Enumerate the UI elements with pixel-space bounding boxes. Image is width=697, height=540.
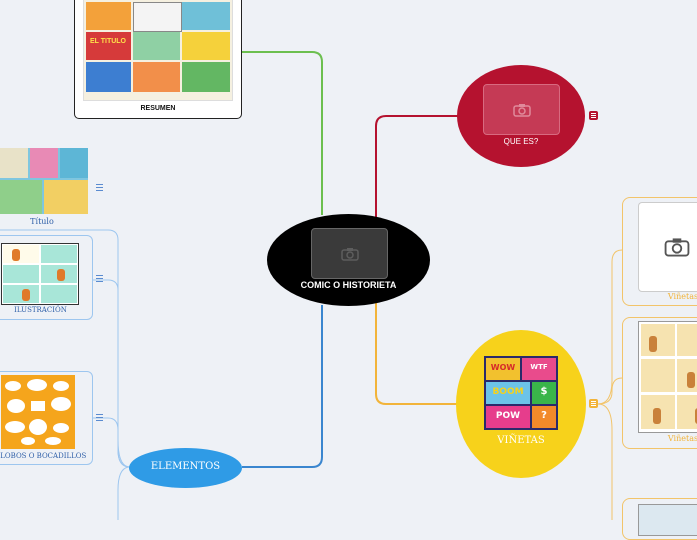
comic-word-question: ? [541, 410, 547, 421]
vinetas-node[interactable]: WOW WTF BOOM $ POW ? VIÑETAS [456, 330, 586, 478]
que-es-node[interactable]: QUE ES? [457, 65, 585, 167]
left-item-label-ilustracion: ILUSTRACIÓN [14, 306, 67, 314]
globos-image [1, 375, 75, 449]
que-es-label: QUE ES? [503, 137, 539, 146]
comic-word-wtf: WTF [530, 363, 548, 371]
branch-que-es-line [375, 115, 458, 225]
menu-icon[interactable] [96, 275, 103, 282]
menu-icon[interactable] [96, 184, 103, 191]
left-item-label-globos: GLOBOS O BOCADILLOS [0, 452, 87, 460]
note-icon[interactable] [589, 399, 598, 408]
comic-word-boom: BOOM [492, 387, 524, 397]
sub-vinetas-line-1 [597, 249, 623, 405]
vinetas-comic-image: WOW WTF BOOM $ POW ? [484, 356, 558, 430]
connector-lines [0, 51, 623, 520]
camera-icon [483, 84, 560, 135]
elementos-node[interactable]: ELEMENTOS [129, 448, 242, 488]
comic-word-wow: WOW [490, 363, 516, 372]
central-node[interactable]: COMIC O HISTORIETA [267, 214, 430, 306]
camera-icon [638, 202, 697, 292]
resumen-label: RESUMEN [140, 105, 176, 112]
resumen-node[interactable]: EL TITULO RESUMEN [74, 0, 242, 119]
sub-elementos-line-3 [92, 417, 131, 468]
vinetas-item-3-image [638, 504, 697, 536]
branch-vinetas-line [375, 295, 457, 405]
comic-word-pow: POW [495, 411, 521, 421]
resumen-comic-image: EL TITULO [83, 0, 233, 101]
sub-elementos-line-2 [92, 279, 131, 468]
vinetas-item-2-image [638, 321, 697, 433]
sub-vinetas-line-3 [597, 403, 613, 520]
left-item-label-titulo: Título [30, 217, 54, 226]
comic-word-dollar: $ [540, 386, 548, 397]
vinetas-item-3[interactable] [622, 498, 697, 540]
note-icon[interactable] [589, 111, 598, 120]
elementos-label: ELEMENTOS [150, 461, 221, 472]
right-item-label-1: Viñetas [667, 292, 697, 301]
central-title: COMIC O HISTORIETA [300, 280, 397, 290]
sub-elementos-line-1 [0, 229, 131, 468]
menu-icon[interactable] [96, 414, 103, 421]
ilustracion-image [1, 243, 79, 305]
ilustracion-node[interactable]: ILUSTRACIÓN [0, 235, 93, 320]
camera-icon [311, 228, 388, 279]
vinetas-item-2[interactable]: Viñetas [622, 317, 697, 449]
branch-elementos-line [242, 305, 323, 468]
titulo-image [0, 148, 88, 214]
globos-node[interactable]: GLOBOS O BOCADILLOS [0, 371, 93, 465]
vinetas-label: VIÑETAS [497, 435, 545, 446]
branch-resumen-line [240, 51, 323, 215]
resumen-comic-title: EL TITULO [89, 38, 127, 45]
vinetas-item-1[interactable]: Viñetas [622, 197, 697, 306]
right-item-label-2: Viñetas [667, 434, 697, 443]
sub-vinetas-line-2 [597, 377, 623, 405]
sub-elementos-line-4 [117, 466, 131, 520]
